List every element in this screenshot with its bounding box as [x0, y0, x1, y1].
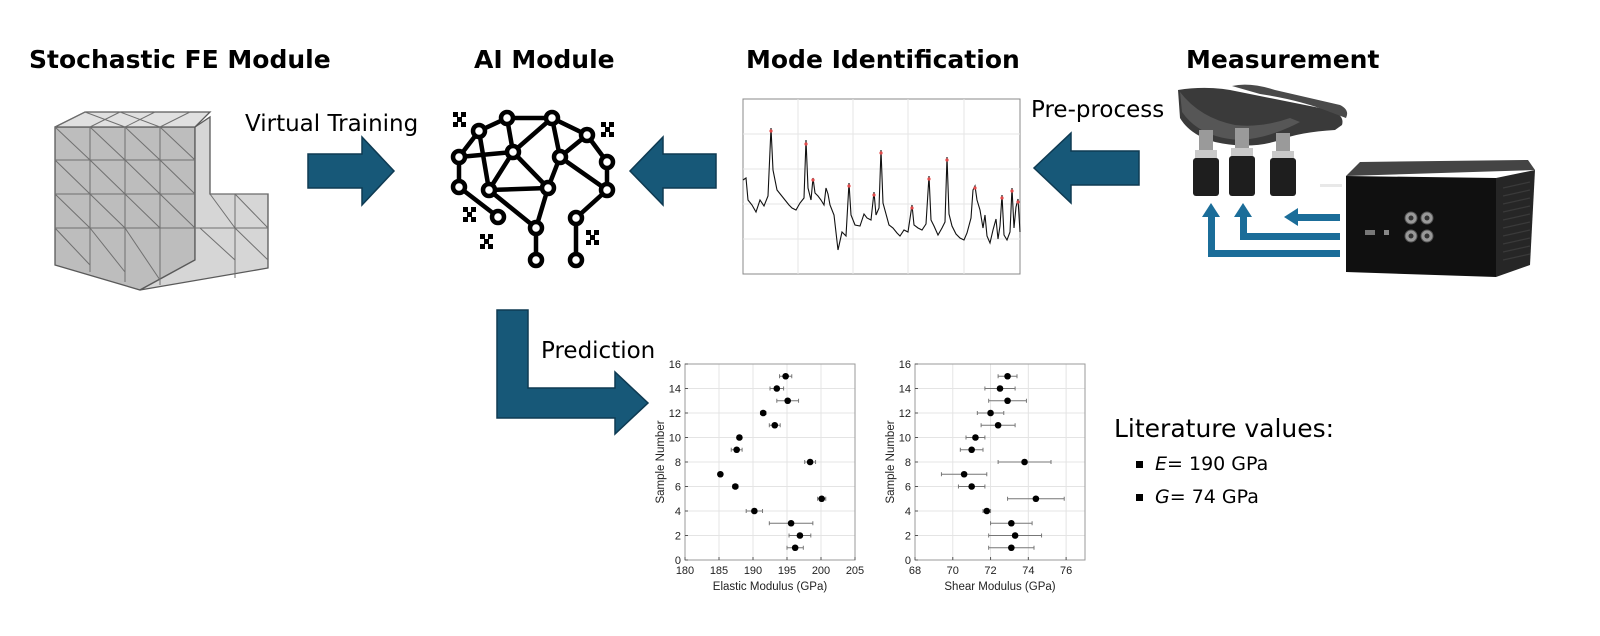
- data-point: [983, 507, 991, 515]
- y-tick-label: 6: [675, 482, 681, 494]
- data-point: [787, 519, 795, 527]
- data-point: [1021, 458, 1028, 466]
- prediction-arrow: [496, 309, 650, 436]
- data-point: [1004, 397, 1011, 405]
- x-tick-label: 74: [1022, 565, 1034, 577]
- x-tick-label: 185: [710, 565, 728, 577]
- data-point: [751, 507, 758, 515]
- x-tick-label: 205: [846, 565, 864, 577]
- literature-item-e: E = 190 GPa: [1136, 453, 1334, 475]
- literature-value: = 190 GPa: [1167, 453, 1269, 475]
- y-tick-label: 6: [905, 482, 911, 494]
- y-tick-label: 8: [675, 457, 681, 469]
- y-tick-label: 12: [669, 408, 681, 420]
- fe-mesh-illustration: [54, 111, 269, 291]
- x-tick-label: 68: [909, 565, 921, 577]
- bullet-icon: [1136, 493, 1143, 501]
- data-point: [1004, 372, 1011, 380]
- x-tick-label: 200: [812, 565, 830, 577]
- data-point: [996, 385, 1004, 392]
- y-tick-label: 2: [905, 531, 911, 543]
- laser-sensor-head: [1178, 84, 1348, 196]
- virtual-training-arrow: [307, 135, 396, 207]
- data-point: [818, 495, 825, 503]
- y-tick-label: 10: [669, 433, 681, 445]
- x-axis-label: Shear Modulus (GPa): [944, 581, 1055, 593]
- y-tick-label: 0: [675, 555, 681, 567]
- y-tick-label: 2: [675, 531, 681, 543]
- data-point: [733, 446, 740, 454]
- bullet-icon: [1136, 460, 1143, 468]
- data-point: [1011, 532, 1019, 539]
- x-tick-label: 195: [778, 565, 796, 577]
- x-tick-label: 72: [984, 565, 996, 577]
- y-tick-label: 8: [905, 457, 911, 469]
- literature-symbol: E: [1155, 453, 1168, 475]
- y-tick-label: 14: [669, 384, 681, 396]
- y-axis-label: Sample Number: [885, 420, 897, 503]
- data-point: [791, 544, 799, 552]
- y-tick-label: 4: [675, 506, 681, 518]
- measurement-heading: Measurement: [1186, 45, 1380, 74]
- data-point: [960, 470, 968, 478]
- fe-module-heading: Stochastic FE Module: [29, 45, 331, 74]
- data-point: [732, 483, 739, 490]
- ai-module-heading: AI Module: [474, 45, 615, 74]
- data-point: [736, 434, 743, 441]
- data-point: [806, 458, 814, 466]
- data-point: [796, 532, 804, 539]
- literature-symbol: G: [1155, 486, 1170, 508]
- x-tick-label: 70: [947, 565, 959, 577]
- pre-process-label: Pre-process: [1031, 97, 1165, 123]
- y-tick-label: 12: [899, 408, 911, 420]
- virtual-training-label: Virtual Training: [245, 111, 419, 137]
- y-tick-label: 0: [905, 555, 911, 567]
- mode-identification-heading: Mode Identification: [746, 45, 1020, 74]
- data-point: [773, 385, 781, 392]
- data-point: [717, 470, 724, 478]
- prediction-label: Prediction: [541, 338, 656, 364]
- controller-box: [1346, 160, 1535, 277]
- x-axis-label: Elastic Modulus (GPa): [713, 581, 828, 593]
- data-point: [1032, 495, 1040, 503]
- data-point: [968, 483, 975, 490]
- data-point: [771, 421, 779, 429]
- literature-title: Literature values:: [1114, 414, 1335, 443]
- literature-value: = 74 GPa: [1169, 486, 1259, 508]
- x-tick-label: 190: [744, 565, 762, 577]
- y-tick-label: 4: [905, 506, 911, 518]
- data-point: [784, 397, 791, 405]
- literature-box: Literature values: E = 190 GPa G = 74 GP…: [1114, 414, 1334, 508]
- preprocess-arrow: [1032, 131, 1140, 205]
- data-point: [759, 409, 767, 417]
- x-tick-label: 76: [1060, 565, 1072, 577]
- y-tick-label: 16: [899, 359, 911, 371]
- y-tick-label: 14: [899, 384, 911, 396]
- data-point: [968, 446, 975, 454]
- mode-to-ai-arrow: [628, 135, 717, 207]
- data-point: [972, 434, 979, 441]
- data-point: [782, 372, 789, 380]
- literature-item-g: G = 74 GPa: [1136, 486, 1334, 508]
- y-tick-label: 10: [899, 433, 911, 445]
- y-tick-label: 16: [669, 359, 681, 371]
- data-point: [987, 409, 994, 417]
- mode-spectrum-plot: [742, 98, 1021, 275]
- x-tick-label: 180: [676, 565, 694, 577]
- data-point: [1008, 544, 1015, 552]
- signal-cables: [1202, 184, 1342, 257]
- ai-sparkle-dots: [453, 112, 614, 249]
- data-point: [994, 421, 1002, 429]
- ai-network-nodes: [450, 109, 616, 269]
- data-point: [1008, 519, 1015, 527]
- y-axis-label: Sample Number: [655, 420, 667, 503]
